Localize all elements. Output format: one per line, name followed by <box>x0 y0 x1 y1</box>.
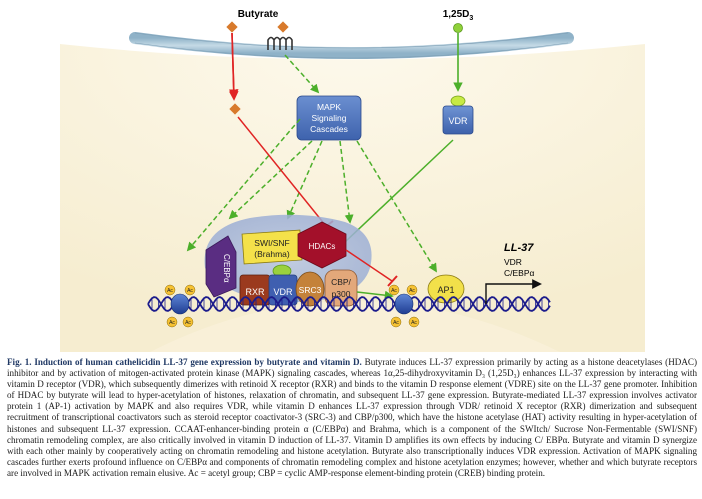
cebpa-label: C/EBPα <box>222 254 231 283</box>
vdr-cytoplasmic-box <box>442 105 474 135</box>
acetyl-badge <box>406 284 418 296</box>
caption-title: Fig. 1. Induction of human cathelicidin … <box>7 357 362 367</box>
gene-title: LL-37 <box>504 242 534 254</box>
butyrate-label: Butyrate <box>238 9 279 20</box>
acetyl-badge <box>388 284 400 296</box>
butyrate-molecule-left <box>226 21 238 33</box>
butyrate-receptor-icon <box>267 36 293 50</box>
gene-sub-vdr: VDR <box>504 257 522 267</box>
figure-caption: Fig. 1. Induction of human cathelicidin … <box>7 357 697 479</box>
vdr-nuclear-label: VDR <box>273 287 293 297</box>
acetyl-badge <box>166 316 178 328</box>
vdr-cytoplasmic-label: VDR <box>448 116 468 126</box>
acetyl-label: Ac <box>409 288 415 294</box>
acetyl-badge <box>182 316 194 328</box>
butyrate-molecule-right <box>277 21 289 33</box>
hdac-hexagon <box>297 221 347 269</box>
cell-membrane <box>129 32 574 59</box>
caption-body: Butyrate induces LL-37 expression primar… <box>7 357 697 478</box>
histone-left <box>170 293 190 315</box>
vitamin-d-molecule <box>453 23 463 33</box>
mapk-line-1: MAPK <box>317 102 341 112</box>
cebpa-shape <box>205 235 237 298</box>
nucleus-region <box>150 301 560 352</box>
cbp-line-2: p300 <box>332 289 351 299</box>
hdac-label: HDACs <box>309 242 336 251</box>
src3-label: SRC3 <box>299 285 322 295</box>
gene-sub-cebpa: C/EBPα <box>504 268 535 278</box>
rxr-label: RXR <box>245 287 265 297</box>
cbp-line-1: CBP/ <box>331 277 351 287</box>
acetyl-badge <box>408 316 420 328</box>
src3-shape <box>295 271 325 307</box>
acetyl-badge <box>184 284 196 296</box>
mapk-line-2: Signaling <box>312 113 347 123</box>
acetyl-badge <box>390 316 402 328</box>
vitamin-d-bound <box>450 95 466 107</box>
acetyl-label: Ac <box>391 288 397 294</box>
transcription-arrow <box>485 279 542 304</box>
swi-snf-line-1: SWI/SNF <box>254 238 289 248</box>
acetyl-badge <box>164 284 176 296</box>
acetyl-label: Ac <box>411 320 417 326</box>
vitamin-d-label: 1,25D3 <box>443 9 474 22</box>
mapk-box <box>296 95 362 141</box>
acetyl-label: Ac <box>169 320 175 326</box>
acetyl-label: Ac <box>185 320 191 326</box>
acetyl-label: Ac <box>393 320 399 326</box>
acetyl-label: Ac <box>167 288 173 294</box>
mapk-line-3: Cascades <box>310 124 348 134</box>
ap1-label: AP1 <box>437 285 454 295</box>
mechanism-figure: Butyrate 1,25D3 VDR MAPK Signaling Casca… <box>60 9 645 352</box>
histone-right <box>394 293 414 315</box>
swi-snf-line-2: (Brahma) <box>254 249 290 259</box>
acetyl-label: Ac <box>187 288 193 294</box>
